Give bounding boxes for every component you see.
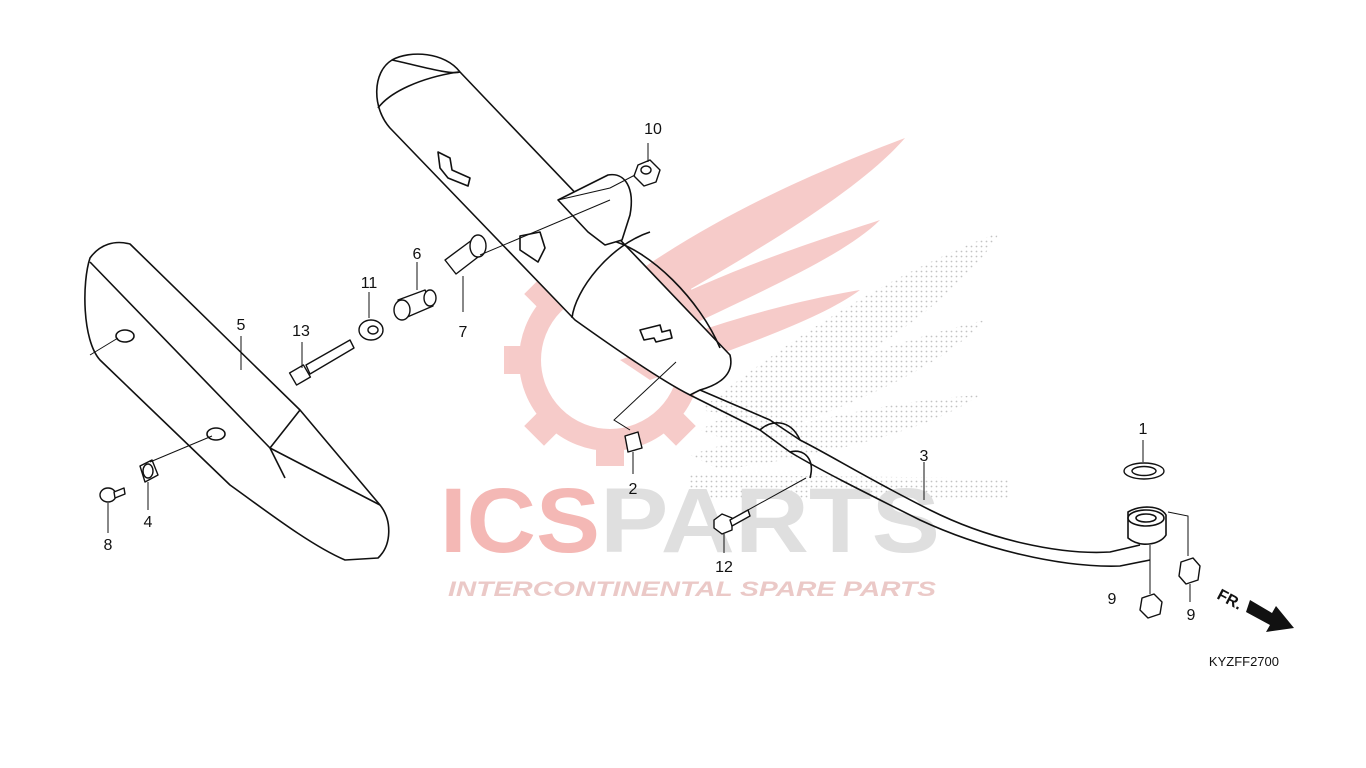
callout-13: 13 xyxy=(292,323,310,340)
diagram-code: KYZFF2700 xyxy=(1209,654,1279,669)
muffler xyxy=(375,53,732,396)
callout-1: 1 xyxy=(1139,421,1148,438)
callout-8: 8 xyxy=(104,537,113,554)
callout-7: 7 xyxy=(459,324,468,341)
bolt-13 xyxy=(288,339,355,386)
nut-9-left xyxy=(1139,593,1163,619)
nut-9-right xyxy=(1178,557,1201,585)
front-direction-label: FR. xyxy=(1214,587,1245,614)
nut-10 xyxy=(633,159,661,187)
watermark-tagline: INTERCONTINENTAL SPARE PARTS xyxy=(448,578,936,601)
callout-9-left: 9 xyxy=(1108,591,1117,608)
screw-8 xyxy=(99,487,126,503)
callout-10: 10 xyxy=(644,121,662,138)
muffler-mount-bracket xyxy=(519,173,632,263)
callout-5: 5 xyxy=(237,317,246,334)
callout-11: 11 xyxy=(361,275,378,292)
clip-2 xyxy=(624,431,643,453)
watermark-wing-dotted-icon xyxy=(690,232,1010,500)
callout-3: 3 xyxy=(920,448,929,465)
watermark-brand-left: ICS xyxy=(440,470,600,572)
heat-shield xyxy=(84,241,390,561)
callout-9-right: 9 xyxy=(1187,607,1196,624)
leader-lines xyxy=(89,143,1191,602)
gasket-1 xyxy=(1123,462,1165,480)
front-arrow-icon xyxy=(1246,600,1294,632)
collar-7 xyxy=(444,234,487,275)
front-direction-indicator: FR. xyxy=(1214,587,1294,632)
watermark-brand-right: PARTS xyxy=(600,470,940,572)
callout-labels: 1 2 3 4 5 6 7 8 9 9 10 11 12 13 xyxy=(104,121,1196,624)
callout-4: 4 xyxy=(144,514,153,531)
callout-6: 6 xyxy=(413,246,422,263)
callout-2: 2 xyxy=(629,481,638,498)
callout-12: 12 xyxy=(715,559,733,576)
grommet-4 xyxy=(139,459,159,483)
bolt-12 xyxy=(713,509,751,535)
grommet-6 xyxy=(393,289,437,321)
washer-11 xyxy=(358,319,384,341)
parts-hardware xyxy=(99,159,1201,619)
exhaust-pipe xyxy=(689,389,1167,567)
